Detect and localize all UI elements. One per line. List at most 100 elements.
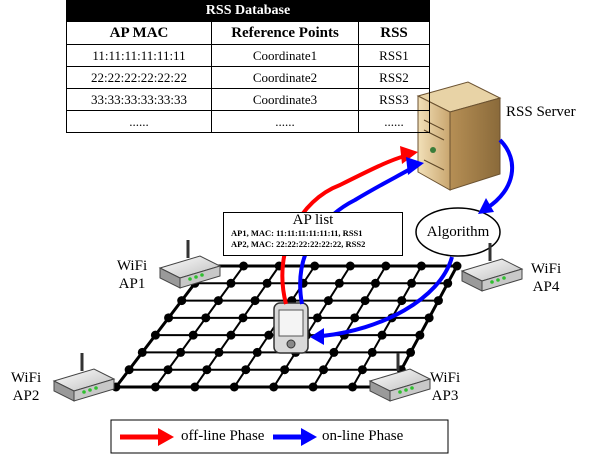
reference-point — [452, 261, 462, 271]
mobile-device-icon — [273, 302, 309, 354]
reference-point — [381, 261, 391, 271]
reference-point — [367, 347, 377, 357]
reference-point — [360, 296, 370, 306]
offline-phase-arrows — [280, 146, 418, 305]
reference-point — [201, 313, 211, 323]
reference-point — [163, 365, 173, 375]
ap3-label: WiFi AP3 — [423, 369, 467, 405]
reference-point — [443, 278, 453, 288]
ap4-router-icon — [460, 243, 524, 292]
reference-point — [312, 313, 322, 323]
online-phase-arrows — [298, 138, 515, 345]
reference-point — [334, 278, 344, 288]
server-icon — [416, 81, 502, 191]
reference-point — [124, 365, 134, 375]
reference-point — [308, 382, 318, 392]
reference-point — [319, 365, 329, 375]
reference-point — [323, 296, 333, 306]
cell-rss: RSS3 — [358, 88, 430, 111]
database-title: RSS Database — [66, 0, 430, 22]
reference-point — [150, 382, 160, 392]
reference-point — [226, 278, 236, 288]
reference-point — [252, 347, 262, 357]
ap1-label-line1: WiFi — [116, 258, 148, 274]
table-row: 22:22:22:22:22:22 Coordinate2 RSS2 — [66, 66, 430, 89]
reference-point — [406, 347, 416, 357]
ap2-label-line1: WiFi — [10, 370, 42, 386]
ap2-label: WiFi AP2 — [4, 369, 48, 405]
legend-offline-arrow — [120, 428, 174, 446]
reference-point — [415, 330, 425, 340]
cell-mac: ...... — [66, 110, 212, 133]
reference-point — [176, 347, 186, 357]
reference-point — [202, 365, 212, 375]
online-arrow-algorithm-to-device — [321, 256, 454, 338]
online-arrowhead-algorithm — [478, 198, 494, 214]
reference-point — [416, 261, 426, 271]
reference-point — [150, 330, 160, 340]
col-header-ap-mac: AP MAC — [66, 21, 212, 45]
reference-point — [310, 261, 320, 271]
reference-point — [269, 382, 279, 392]
legend-offline-label: off-line Phase — [181, 428, 265, 444]
ap4-label: WiFi AP4 — [524, 260, 568, 296]
cell-coordinate: ...... — [211, 110, 359, 133]
reference-point — [250, 296, 260, 306]
online-arrow-server-to-algorithm — [485, 138, 515, 210]
reference-point — [264, 330, 274, 340]
ap-list-entry: AP2, MAC: 22:22:22:22:22:22, RSS2 — [231, 239, 366, 249]
online-arrowhead-server — [406, 157, 424, 175]
reference-point — [188, 330, 198, 340]
table-row: ...... ...... ...... — [66, 110, 430, 133]
rss-database-table: RSS Database AP MAC Reference Points RSS… — [66, 0, 430, 133]
reference-point — [241, 365, 251, 375]
online-arrow-upper — [298, 166, 414, 305]
ap4-label-line1: WiFi — [530, 261, 562, 277]
ap-list-title: AP list — [292, 212, 334, 228]
cell-rss: ...... — [358, 110, 430, 133]
reference-point — [357, 365, 367, 375]
reference-point — [164, 313, 174, 323]
col-header-rss: RSS — [358, 21, 430, 45]
algorithm-node — [415, 207, 501, 257]
reference-point — [433, 296, 443, 306]
cell-mac: 22:22:22:22:22:22 — [66, 66, 212, 89]
ap2-router-icon — [52, 353, 116, 402]
table-row: 33:33:33:33:33:33 Coordinate3 RSS3 — [66, 88, 430, 111]
ap1-label: WiFi AP1 — [110, 257, 154, 293]
cell-coordinate: Coordinate1 — [211, 44, 359, 67]
reference-point — [137, 347, 147, 357]
ap4-label-line2: AP4 — [532, 279, 560, 295]
legend-online-label: on-line Phase — [322, 428, 404, 444]
reference-point — [407, 278, 417, 288]
offline-arrow-path — [280, 154, 406, 305]
reference-point — [397, 296, 407, 306]
reference-point — [329, 347, 339, 357]
cell-coordinate: Coordinate3 — [211, 88, 359, 111]
reference-point — [229, 382, 239, 392]
ap2-label-line2: AP2 — [12, 388, 40, 404]
algorithm-label: Algorithm — [426, 224, 490, 240]
reference-point — [238, 313, 248, 323]
cell-rss: RSS2 — [358, 66, 430, 89]
ap1-router-icon — [158, 240, 222, 289]
reference-point — [177, 296, 187, 306]
ap3-router-icon — [368, 353, 432, 402]
reference-point — [262, 278, 272, 288]
ap1-label-line2: AP1 — [118, 276, 146, 292]
cell-mac: 33:33:33:33:33:33 — [66, 88, 212, 111]
cell-rss: RSS1 — [358, 44, 430, 67]
ap3-label-line2: AP3 — [431, 388, 459, 404]
cell-coordinate: Coordinate2 — [211, 66, 359, 89]
ap-list-entry: AP1, MAC: 11:11:11:11:11:11, RSS1 — [231, 228, 363, 238]
reference-point — [345, 261, 355, 271]
reference-point — [213, 296, 223, 306]
cell-mac: 11:11:11:11:11:11 — [66, 44, 212, 67]
reference-point — [424, 313, 434, 323]
ap3-label-line1: WiFi — [429, 370, 461, 386]
ap-list-box: AP list AP1, MAC: 11:11:11:11:11:11, RSS… — [223, 212, 403, 256]
reference-point — [370, 278, 380, 288]
reference-point — [350, 313, 360, 323]
reference-point — [280, 365, 290, 375]
offline-arrowhead — [400, 146, 418, 164]
